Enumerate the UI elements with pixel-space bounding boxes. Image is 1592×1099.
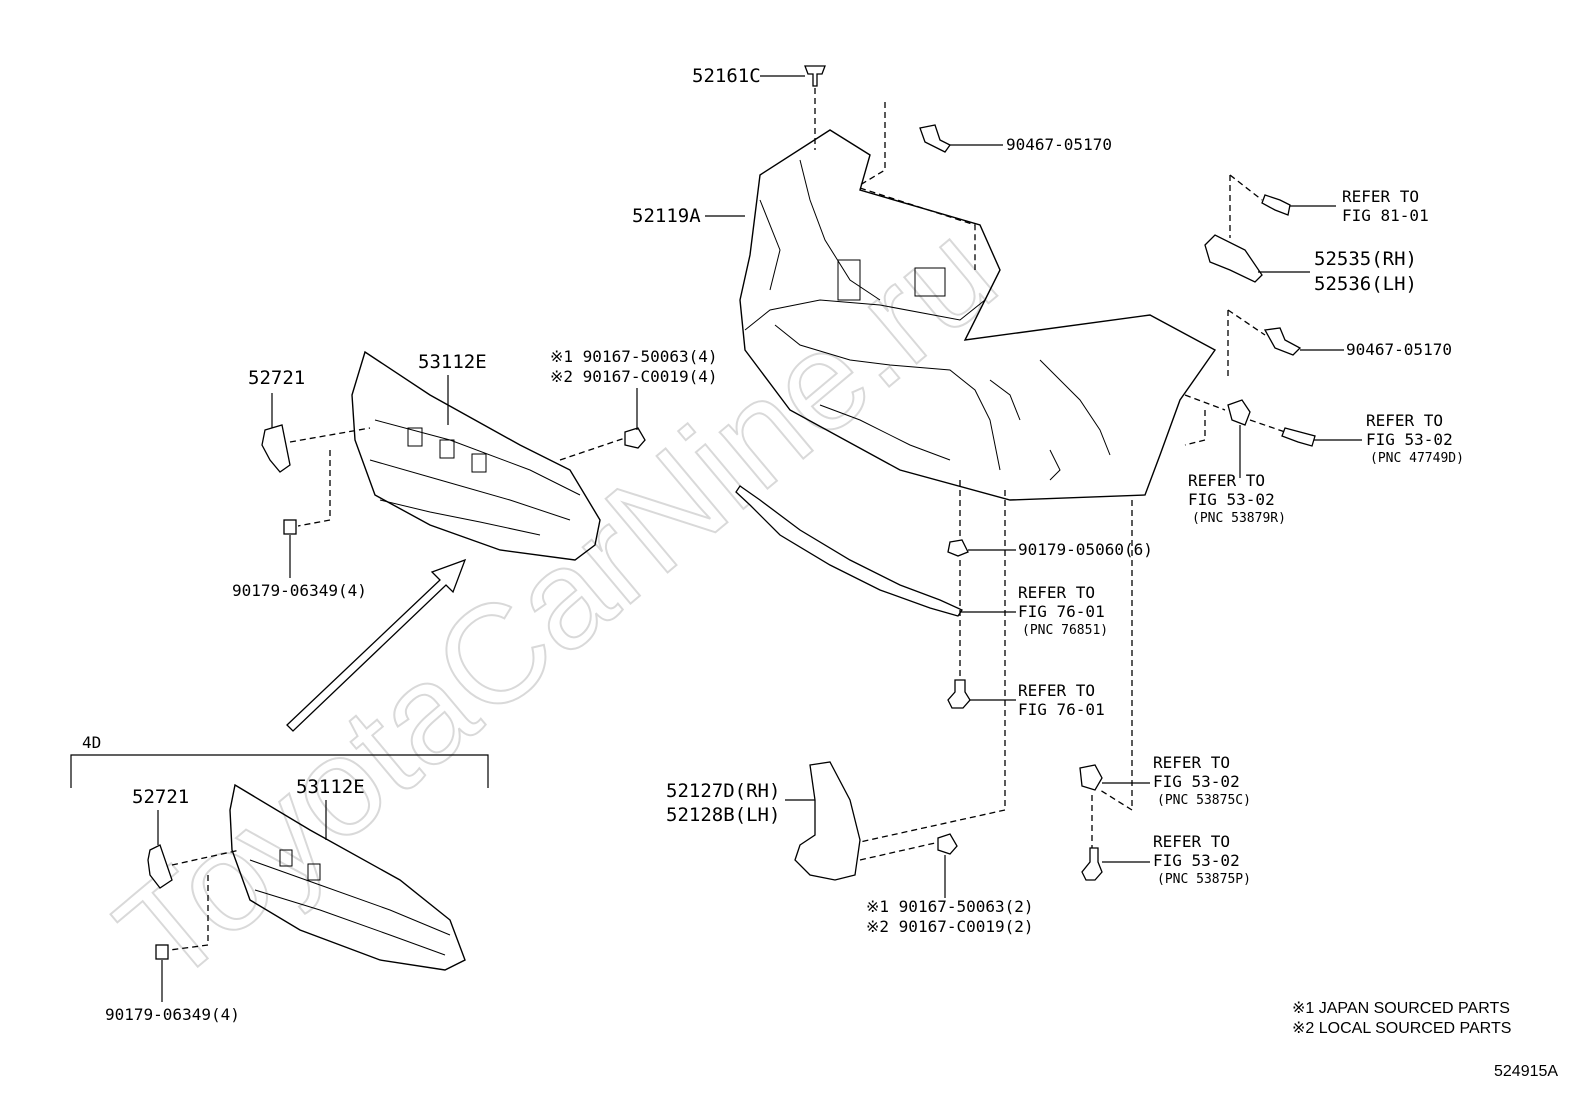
- clip-90179-05060-icon: [947, 539, 969, 557]
- label-90467-top: 90467-05170: [1006, 135, 1112, 154]
- label-52128b-lh: 52128B(LH): [666, 804, 780, 826]
- label-refer-81-01-line1: REFER TO: [1342, 187, 1419, 206]
- bolt-47749d-icon: [1281, 427, 1316, 447]
- bracket-53875c-icon: [1079, 764, 1103, 791]
- upper-grille-illustration: [351, 350, 601, 561]
- label-90179-05060: 90179-05060(6): [1018, 540, 1153, 559]
- label-52536-lh: 52536(LH): [1314, 273, 1417, 295]
- label-90467-right: 90467-05170: [1346, 340, 1452, 359]
- screw-90467-right-icon: [1263, 327, 1302, 356]
- label-refer-47749-line1: REFER TO: [1366, 411, 1443, 430]
- moulding-76851-illustration: [735, 485, 963, 617]
- label-refer-76851-line1: REFER TO: [1018, 583, 1095, 602]
- label-90179-upper: 90179-06349(4): [232, 581, 367, 600]
- label-53112e-upper: 53112E: [418, 351, 487, 373]
- clip-52161c-icon: [804, 65, 826, 87]
- label-refer-81-01-line2: FIG 81-01: [1342, 206, 1429, 225]
- label-refer-53875c-line2: FIG 53-02: [1153, 772, 1240, 791]
- figure-id: 524915A: [1494, 1063, 1558, 1080]
- watermark: ToyotaCarNine.ru: [88, 192, 1023, 1013]
- label-refer-47749-line2: FIG 53-02: [1366, 430, 1453, 449]
- label-bolt4-japan: ※1 90167-50063(4): [550, 347, 718, 366]
- label-bolt2-japan: ※1 90167-50063(2): [866, 897, 1034, 916]
- label-52535-rh: 52535(RH): [1314, 248, 1417, 270]
- label-52721-lower: 52721: [132, 786, 189, 808]
- fog-bezel-52127d-illustration: [794, 761, 861, 881]
- label-refer-76851-line3: (PNC 76851): [1022, 623, 1108, 638]
- label-refer-53875p-line2: FIG 53-02: [1153, 851, 1240, 870]
- leader-lines: [157, 75, 1362, 1002]
- label-refer-53879-line1: REFER TO: [1188, 471, 1265, 490]
- label-52127d-rh: 52127D(RH): [666, 780, 780, 802]
- screw-76-01-icon: [947, 679, 971, 709]
- label-refer-53875p-line1: REFER TO: [1153, 832, 1230, 851]
- screw-53875p-icon: [1081, 847, 1103, 881]
- bracket-52721-lower-illustration: [147, 844, 173, 889]
- note-japan-sourced: ※1 JAPAN SOURCED PARTS: [1292, 1000, 1510, 1017]
- bracket-53879r-icon: [1227, 399, 1251, 426]
- label-refer-76851-line2: FIG 76-01: [1018, 602, 1105, 621]
- label-bolt2-local: ※2 90167-C0019(2): [866, 917, 1034, 936]
- note-local-sourced: ※2 LOCAL SOURCED PARTS: [1292, 1020, 1511, 1037]
- bolt-90167-upper-icon: [624, 427, 646, 449]
- bolt-right-top-icon: [1261, 194, 1291, 216]
- bracket-52721-upper-illustration: [261, 424, 291, 473]
- label-refer-53875c-line3: (PNC 53875C): [1157, 793, 1251, 808]
- label-bolt4-local: ※2 90167-C0019(4): [550, 367, 718, 386]
- label-group-4d: 4D: [82, 733, 101, 752]
- label-refer-53879-line2: FIG 53-02: [1188, 490, 1275, 509]
- lower-grille-illustration: [229, 783, 466, 971]
- group-bracket: [70, 754, 489, 788]
- label-refer-47749-line3: (PNC 47749D): [1370, 451, 1464, 466]
- assembly-arrow-icon: [286, 558, 467, 732]
- dashed-guides: [169, 88, 1286, 951]
- label-refer-53875c-line1: REFER TO: [1153, 753, 1230, 772]
- bolt-90167-lower-icon: [937, 833, 958, 855]
- label-refer-53879-line3: (PNC 53879R): [1192, 511, 1286, 526]
- label-52721-upper: 52721: [248, 367, 305, 389]
- bumper-cover-illustration: [739, 129, 1217, 501]
- label-refer-76-01-line2: FIG 76-01: [1018, 700, 1105, 719]
- label-refer-53875p-line3: (PNC 53875P): [1157, 872, 1251, 887]
- clip-90179-lower-icon: [155, 944, 169, 960]
- label-refer-76-01-line1: REFER TO: [1018, 681, 1095, 700]
- label-52119a: 52119A: [632, 205, 701, 227]
- clip-90179-upper-icon: [283, 519, 297, 535]
- screw-90467-top-icon: [919, 124, 951, 153]
- label-53112e-lower: 53112E: [296, 776, 365, 798]
- label-90179-lower: 90179-06349(4): [105, 1005, 240, 1024]
- label-52161c: 52161C: [692, 65, 761, 87]
- bracket-52535-illustration: [1204, 234, 1263, 283]
